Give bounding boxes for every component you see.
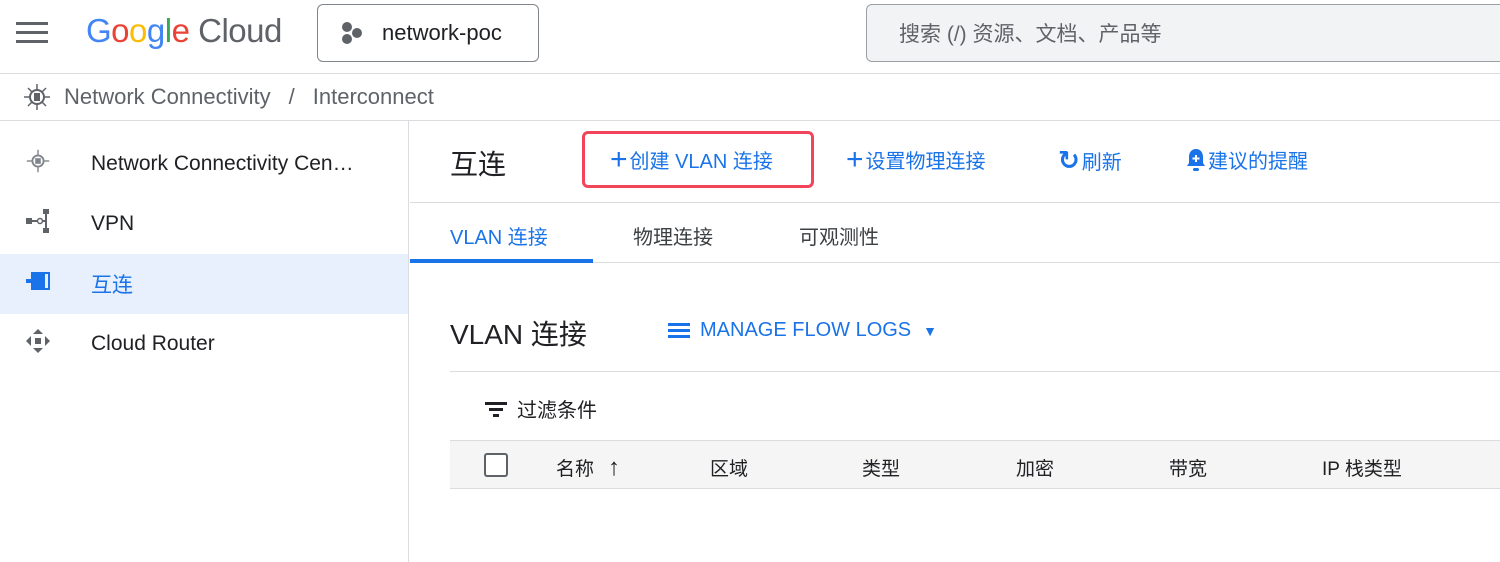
refresh-button[interactable]: ↻刷新	[1058, 145, 1122, 176]
breadcrumb-network-connectivity[interactable]: Network Connectivity	[64, 84, 271, 109]
page-header	[410, 121, 1500, 203]
column-bandwidth[interactable]: 带宽	[1169, 459, 1208, 480]
interconnect-icon	[0, 267, 91, 301]
column-type[interactable]: 类型	[862, 459, 901, 480]
sidebar-item-ncc[interactable]: Network Connectivity Cen…	[0, 134, 408, 194]
recommended-alerts-button[interactable]: 建议的提醒	[1184, 145, 1308, 174]
breadcrumb: Network Connectivity / Interconnect	[0, 74, 1500, 121]
manage-flow-logs-button[interactable]: MANAGE FLOW LOGS ▼	[668, 319, 937, 342]
table-header: 名称 ↑ 区域 类型 加密 带宽 IP 栈类型	[450, 440, 1500, 489]
hub-icon	[0, 147, 91, 181]
plus-icon: +	[846, 142, 864, 176]
search-input[interactable]: 搜索 (/) 资源、文档、产品等	[866, 4, 1500, 62]
page-title: 互连	[450, 149, 507, 180]
sidebar-item-interconnect[interactable]: 互连	[0, 254, 408, 314]
column-ip-stack-type[interactable]: IP 栈类型	[1322, 459, 1402, 480]
tab-vlan-attachments[interactable]: VLAN 连接	[450, 227, 548, 249]
bell-plus-icon	[1187, 148, 1205, 171]
menu-icon[interactable]	[16, 22, 48, 44]
column-region[interactable]: 区域	[710, 459, 749, 480]
section-title: VLAN 连接	[450, 319, 587, 350]
sidebar-item-label: 互连	[91, 274, 133, 297]
breadcrumb-separator: /	[288, 84, 295, 109]
button-label: 设置物理连接	[865, 151, 986, 173]
tab-physical-connections[interactable]: 物理连接	[633, 227, 713, 249]
highlight-box	[582, 131, 814, 188]
button-label: 刷新	[1081, 152, 1122, 174]
column-name[interactable]: 名称 ↑	[556, 454, 620, 482]
column-label: 名称	[556, 459, 595, 480]
button-label: 创建 VLAN 连接	[629, 151, 773, 173]
project-selector[interactable]: network-poc	[317, 4, 539, 62]
sort-ascending-icon: ↑	[608, 454, 621, 481]
sidebar-item-cloud-router[interactable]: Cloud Router	[0, 314, 408, 374]
top-bar: Google Cloud network-poc 搜索 (/) 资源、文档、产品…	[0, 0, 1500, 74]
google-cloud-logo[interactable]: Google Cloud	[86, 12, 282, 49]
divider	[450, 371, 1500, 372]
vpn-icon	[0, 207, 91, 241]
search-placeholder: 搜索 (/) 资源、文档、产品等	[899, 23, 1162, 46]
sidebar: Network Connectivity Cen… VPN 互连 Cloud R…	[0, 121, 409, 562]
button-label: 建议的提醒	[1208, 151, 1308, 173]
plus-icon: +	[610, 142, 628, 176]
breadcrumb-interconnect: Interconnect	[312, 84, 434, 109]
setup-physical-connection-button[interactable]: +设置物理连接	[846, 142, 986, 176]
project-name: network-poc	[382, 20, 502, 45]
main-content: 互连 +创建 VLAN 连接 +设置物理连接 ↻刷新 建议的提醒 VLAN 连接…	[410, 121, 1500, 562]
create-vlan-attachment-button[interactable]: +创建 VLAN 连接	[610, 142, 773, 176]
column-encryption[interactable]: 加密	[1016, 459, 1055, 480]
filter-icon	[485, 401, 507, 417]
active-tab-indicator	[410, 259, 593, 263]
hub-icon	[24, 84, 50, 110]
tab-bar: VLAN 连接 物理连接 可观测性	[410, 203, 1500, 263]
router-icon	[0, 327, 91, 361]
dropdown-arrow-icon: ▼	[923, 322, 938, 339]
sidebar-item-label: Network Connectivity Cen…	[91, 152, 354, 175]
select-all-checkbox[interactable]	[484, 453, 508, 477]
sidebar-item-label: Cloud Router	[91, 332, 215, 355]
filter-button[interactable]: 过滤条件	[485, 394, 597, 423]
list-icon	[668, 322, 690, 338]
refresh-icon: ↻	[1058, 145, 1080, 175]
sidebar-item-label: VPN	[91, 212, 135, 235]
tab-observability[interactable]: 可观测性	[799, 227, 879, 249]
sidebar-item-vpn[interactable]: VPN	[0, 194, 408, 254]
button-label: MANAGE FLOW LOGS	[700, 319, 912, 341]
filter-label: 过滤条件	[517, 400, 597, 422]
project-icon	[342, 22, 362, 44]
